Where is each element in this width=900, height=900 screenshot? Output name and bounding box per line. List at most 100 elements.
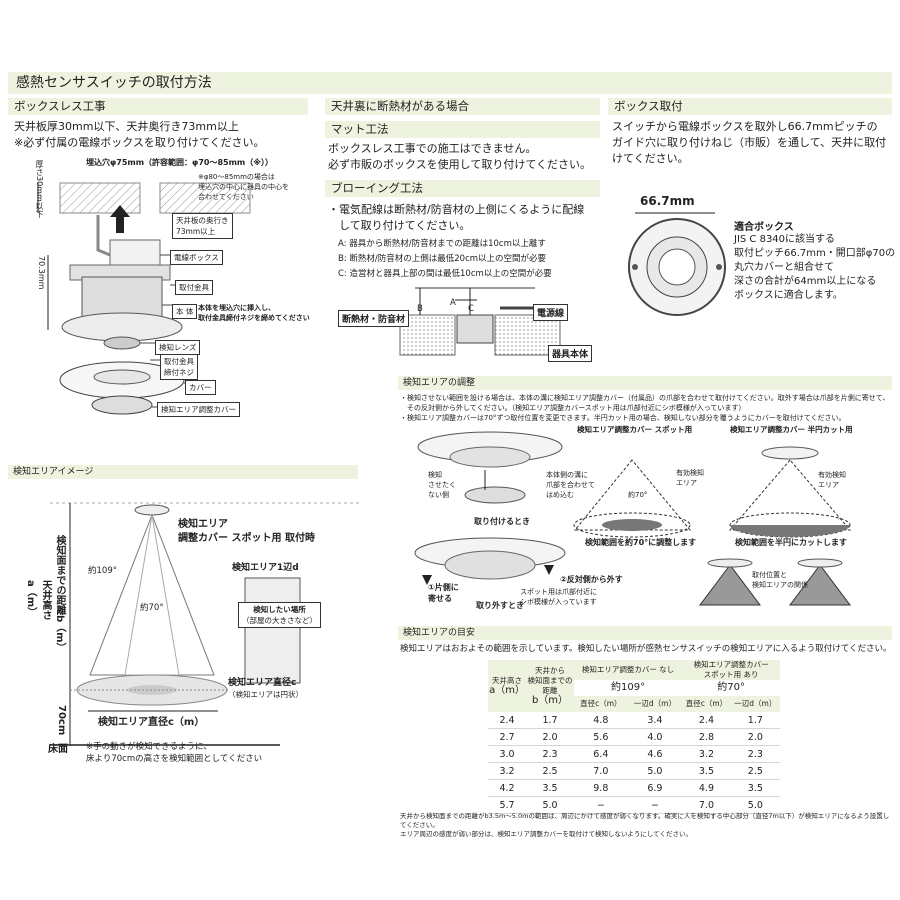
table-cell: 4.0	[627, 728, 683, 746]
spot-effective-area	[602, 519, 662, 531]
lens-label: 検知レンズ	[155, 340, 201, 355]
no-detect-label: 検知させたくない側	[428, 471, 456, 499]
diameter-label: 検知エリア直径c（m）	[98, 717, 205, 728]
relation-right	[789, 564, 851, 606]
head-none: 検知エリア調整カバー なし	[574, 660, 683, 680]
guide-intro: 検知エリアはおおよその範囲を示しています。検知したい場所が感熱センサスイッチの検…	[400, 644, 892, 654]
adjust-header: 検知エリアの調整	[398, 376, 892, 390]
spot-title: 検知エリア調整カバー スポット用	[577, 425, 693, 434]
blow-text: ・電気配線は断熱材/防音材の上側にくるように配線 して取り付けてください。	[328, 203, 585, 232]
boxless-header: ボックスレス工事	[8, 98, 308, 115]
box-opening	[658, 248, 696, 286]
boxless-diagram	[37, 182, 251, 415]
table-cell: 2.5	[526, 762, 574, 780]
box-diagram	[628, 212, 726, 316]
table-cell: 7.0	[682, 796, 731, 814]
adjust-cover-shape	[91, 395, 153, 415]
cone-70	[124, 514, 180, 676]
wire-box-label: 電線ボックス	[170, 250, 223, 265]
table-cell: 2.7	[488, 728, 526, 746]
area-image-header: 検知エリアイメージ	[8, 465, 358, 479]
adjust-diagram	[414, 431, 852, 606]
table-cell: 5.0	[627, 762, 683, 780]
spot-note: スポット用は爪部付近にシボ模様が入っています	[520, 588, 597, 606]
table-cell: 3.5	[682, 762, 731, 780]
table-cell: 2.0	[526, 728, 574, 746]
area-footnote: ※手の動きが検知できるように、床より70cmの高さを検知範囲としてください	[86, 742, 263, 764]
angle-none: 約109°	[574, 680, 683, 696]
body-label: 本 体	[172, 304, 198, 319]
wire-label: 電源線	[533, 304, 569, 321]
pitch-label: 66.7mm	[640, 194, 695, 208]
claw-label: 本体側の溝に爪部を合わせてはめ込む	[546, 471, 595, 499]
table-cell: 5.7	[488, 796, 526, 814]
adjust-notes: ・検知させない範囲を設ける場合は、本体の溝に検知エリア調整カバー（付属品）の爪部…	[400, 394, 890, 422]
half-effective-area	[730, 525, 850, 537]
table-cell: 5.6	[574, 728, 628, 746]
relation-label: 取付位置と検知エリアの関係	[752, 571, 808, 589]
table-cell: 2.4	[488, 712, 526, 729]
spot-eff-label: 有効検知エリア	[676, 469, 704, 487]
boxless-line2: ※必ず付属の電線ボックスを取り付けてください。	[14, 136, 265, 149]
square-area	[244, 577, 301, 684]
dia-box-label: 検知エリア直径c（検知エリアは円状）	[228, 678, 303, 699]
sensor-shape	[134, 504, 170, 516]
table-cell: 3.2	[682, 745, 731, 763]
spot-caption: 検知範囲を約70°に調整します	[585, 538, 697, 547]
table-cell: 1.7	[730, 712, 780, 729]
hole-label: 埋込穴φ75mm（許容範囲：φ70〜85mm（※））	[86, 158, 274, 167]
table-cell: 2.3	[730, 745, 780, 763]
compat-title: 適合ボックス	[734, 222, 794, 233]
h70-label: 70cm	[56, 705, 67, 736]
table-cell: 4.6	[627, 745, 683, 763]
main-title: 感熱センサスイッチの取付方法	[8, 72, 892, 94]
angle-spot: 約70°	[682, 680, 780, 696]
ceiling-board-left	[59, 182, 141, 214]
insulation-left	[399, 314, 456, 356]
table-cell: 4.9	[682, 779, 731, 797]
side-label: 検知エリア1辺d	[232, 563, 299, 573]
table-cell: 5.0	[526, 796, 574, 814]
insulation-diagram	[399, 287, 565, 356]
table-cell: 2.0	[730, 728, 780, 746]
table-cell: 9.8	[574, 779, 628, 797]
table-cell: 3.4	[627, 712, 683, 729]
label-c: C	[468, 304, 474, 314]
screw-label: 取付金具締付ネジ	[160, 354, 198, 380]
table-cell: 4.8	[574, 712, 628, 729]
table-cell: 2.5	[730, 762, 780, 780]
distance-label: 検知面までの距離b（m）	[54, 535, 65, 653]
fixture-body	[456, 314, 494, 344]
table-cell: 1.7	[526, 712, 574, 729]
half-title: 検知エリア調整カバー 半円カット用	[730, 425, 853, 434]
compat-text: JIS C 8340に該当する取付ピッチ66.7mm・開口部φ70の丸穴カバーと…	[734, 234, 896, 301]
table-cell: 6.4	[574, 745, 628, 763]
table-cell: 2.4	[682, 712, 731, 729]
step1-label: ①片側に寄せる	[428, 583, 459, 603]
floor-label: 床面	[48, 744, 68, 755]
lens-shape	[103, 336, 141, 350]
table-cell: 3.0	[488, 745, 526, 763]
head-spot: 検知エリア調整カバースポット用 あり	[682, 660, 780, 680]
spot-cover-top	[464, 486, 526, 504]
area-title: 検知エリア調整カバー スポット用 取付時	[178, 519, 315, 544]
col-c2: 直径c（m）	[682, 696, 731, 712]
label-a: A	[450, 298, 456, 308]
insulation-label: 断熱材・防音材	[338, 310, 410, 327]
body-shape	[81, 276, 163, 318]
col-d2: 一辺d（m）	[730, 696, 780, 712]
half-caption: 検知範囲を半円にカットします	[735, 538, 847, 547]
boxless-line1: 天井板厚30mm以下、天井奥行き73mm以上	[14, 120, 239, 133]
table-cell: −	[627, 796, 683, 814]
guide-footnote: 天井から検知面までの距離がb3.5m〜5.0mの範囲は、周辺にかけて感度が弱くな…	[400, 812, 890, 838]
table-cell: 3.2	[488, 762, 526, 780]
